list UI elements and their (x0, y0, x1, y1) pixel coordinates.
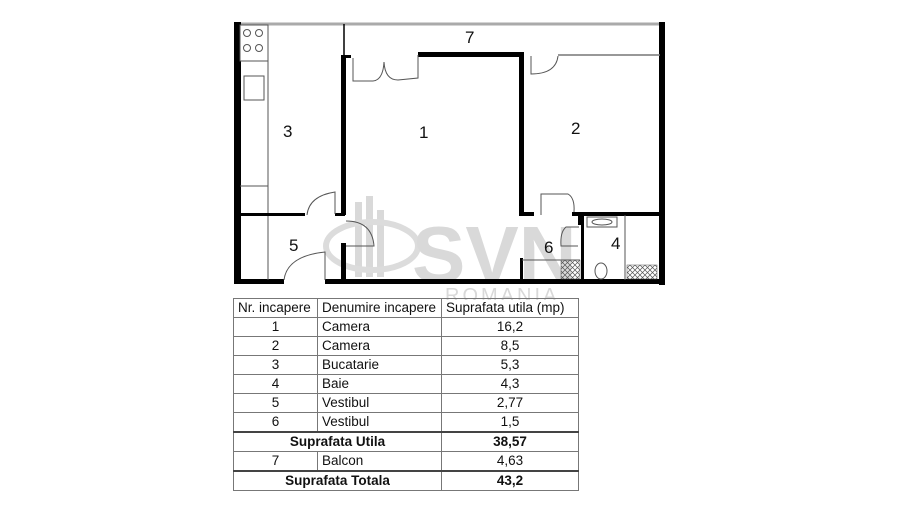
total-label: Suprafata Totala (233, 470, 442, 491)
svg-text:SVN: SVN (412, 210, 577, 299)
room-number: 5 (233, 393, 318, 413)
subtotal-value: 38,57 (441, 431, 579, 452)
room-area: 4,3 (441, 374, 579, 394)
table-header-row: Nr. incapere Denumire incapere Suprafata… (233, 298, 579, 318)
room-number: 2 (233, 336, 318, 356)
room-label-1: 1 (419, 123, 428, 142)
svg-text:ROMANIA: ROMANIA (445, 285, 559, 300)
room-name: Bucatarie (317, 355, 442, 375)
room-area: 4,63 (441, 451, 579, 472)
room-number: 4 (233, 374, 318, 394)
table-row: 6 Vestibul 1,5 (233, 412, 579, 433)
outer-wall-right (659, 22, 665, 285)
room-name: Camera (317, 317, 442, 337)
room-name: Vestibul (317, 393, 442, 413)
subtotal-label: Suprafata Utila (233, 431, 442, 452)
room-number: 3 (233, 355, 318, 375)
header-room-number: Nr. incapere (233, 298, 318, 318)
svn-watermark: SVN ROMANIA (323, 196, 577, 300)
room-name: Balcon (317, 451, 442, 472)
table-row: 4 Baie 4,3 (233, 374, 579, 394)
room-area: 5,3 (441, 355, 579, 375)
room-area: 16,2 (441, 317, 579, 337)
table-row: 2 Camera 8,5 (233, 336, 579, 356)
room-label-4: 4 (611, 234, 620, 253)
total-row: Suprafata Totala 43,2 (233, 470, 579, 491)
room-area-table: Nr. incapere Denumire incapere Suprafata… (233, 298, 579, 491)
balcony-row: 7 Balcon 4,63 (233, 451, 579, 472)
subtotal-row: Suprafata Utila 38,57 (233, 431, 579, 452)
floor-plan: SVN ROMANIA (234, 22, 665, 300)
room-label-2: 2 (571, 119, 580, 138)
room-number: 1 (233, 317, 318, 337)
room-name: Baie (317, 374, 442, 394)
room-number: 7 (233, 451, 318, 472)
total-value: 43,2 (441, 470, 579, 491)
table-row: 1 Camera 16,2 (233, 317, 579, 337)
room-area: 2,77 (441, 393, 579, 413)
room-label-5: 5 (289, 236, 298, 255)
outer-wall-left (234, 22, 241, 283)
table-row: 3 Bucatarie 5,3 (233, 355, 579, 375)
header-room-name: Denumire incapere (317, 298, 442, 318)
room-name: Vestibul (317, 412, 442, 433)
room-label-3: 3 (283, 122, 292, 141)
header-usable-area: Suprafata utila (mp) (441, 298, 579, 318)
room-label-7: 7 (465, 28, 474, 47)
room-area: 8,5 (441, 336, 579, 356)
room-label-6: 6 (544, 238, 553, 257)
room-number: 6 (233, 412, 318, 433)
room-area: 1,5 (441, 412, 579, 433)
room-name: Camera (317, 336, 442, 356)
table-row: 5 Vestibul 2,77 (233, 393, 579, 413)
